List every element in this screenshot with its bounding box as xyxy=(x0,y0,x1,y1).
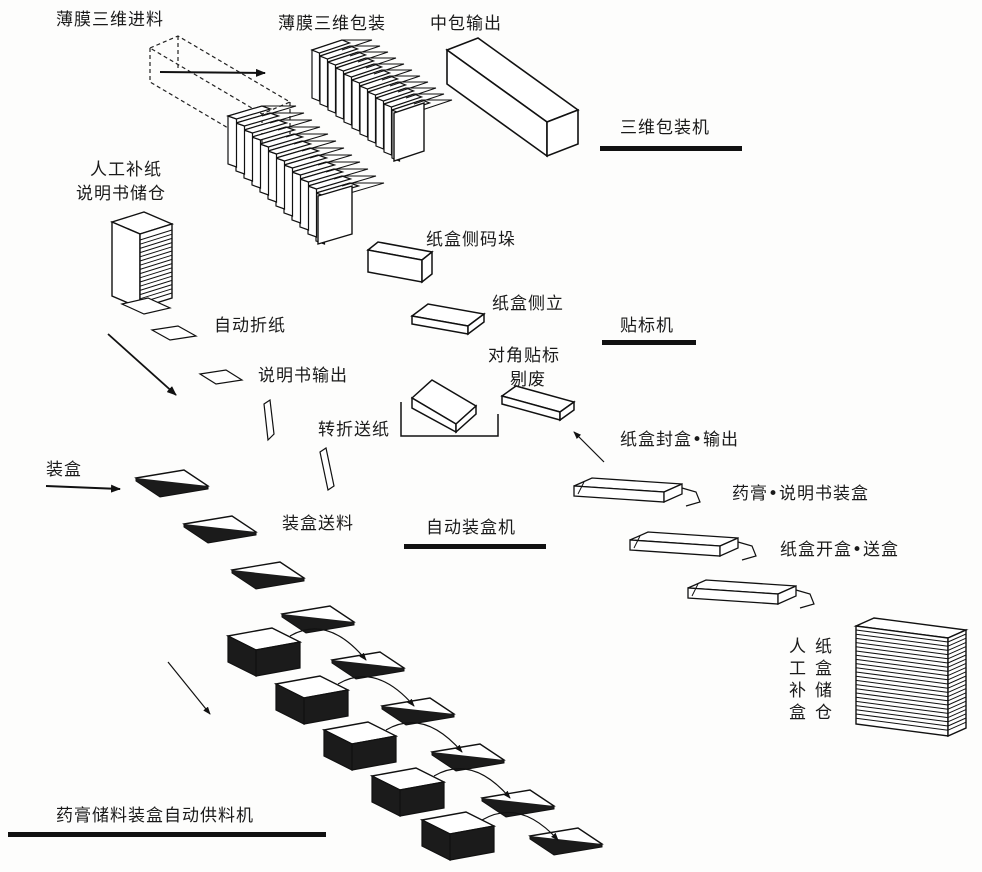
label-ointment-box: 药膏•说明书装盒 xyxy=(732,484,870,504)
transfer-curves xyxy=(289,628,559,841)
label-leaflet-out: 说明书输出 xyxy=(258,366,348,386)
transfer-curve-4 xyxy=(433,768,511,799)
storage-block-3 xyxy=(321,721,399,771)
transfer-curve-2 xyxy=(337,676,415,707)
film-pack-stack-top xyxy=(310,39,453,162)
leaflet-sheet-3 xyxy=(198,369,244,385)
transfer-curve-5 xyxy=(481,811,559,841)
carton-trays xyxy=(134,469,604,856)
underline-supply-machine xyxy=(8,832,326,837)
tilted-carton xyxy=(410,379,478,434)
label-labeler: 贴标机 xyxy=(620,316,674,336)
film-pack-stack-main xyxy=(226,105,385,245)
label-turn-feed: 转折送纸 xyxy=(318,420,390,440)
label-manual-leaflet: 人工补纸 xyxy=(90,160,162,180)
leaflet-sheet-2 xyxy=(150,325,198,341)
underline-auto-cartoner xyxy=(404,544,546,549)
ointment-storage-blocks xyxy=(225,627,497,861)
open-carton-3 xyxy=(687,579,815,609)
folded-leaflet-1 xyxy=(263,398,275,442)
transfer-curve-1 xyxy=(289,628,367,661)
film-wrapped-stacks xyxy=(226,39,453,245)
label-carton-side-stack: 纸盒侧码垛 xyxy=(426,230,516,250)
carton-tray-4 xyxy=(280,605,356,634)
transfer-curve-3 xyxy=(385,722,463,753)
label-seal-out: 纸盒封盒•输出 xyxy=(620,430,740,450)
leaflet-flow-arrow xyxy=(107,333,177,396)
carton-tray-2 xyxy=(182,515,258,544)
underline-labeler xyxy=(602,340,696,345)
storage-block-1 xyxy=(225,627,303,677)
carton-tray-1 xyxy=(134,469,210,498)
label-carton xyxy=(500,385,576,422)
carton-storage-stack xyxy=(853,617,969,738)
label-auto-fold: 自动折纸 xyxy=(214,316,286,336)
seal-output-arrow xyxy=(573,431,605,463)
label-film-feed: 薄膜三维进料 xyxy=(56,10,164,30)
open-cartons xyxy=(573,477,815,609)
storage-block-5 xyxy=(419,811,497,861)
label-leaflet-store: 说明书储仓 xyxy=(76,184,166,204)
label-box-feed: 装盒送料 xyxy=(282,514,354,534)
label-mid-out: 中包输出 xyxy=(430,14,502,34)
carton-tray-8 xyxy=(480,789,556,818)
label-film-pack: 薄膜三维包装 xyxy=(278,14,386,34)
storage-block-2 xyxy=(273,675,351,725)
leaflet-sheet-1 xyxy=(120,297,172,315)
label-diag-label: 对角贴标 xyxy=(488,346,560,366)
label-reject: 剔废 xyxy=(510,370,546,390)
carton-tray-7 xyxy=(430,743,506,772)
leaflet-storage xyxy=(109,211,175,310)
underline-machine-3d xyxy=(600,146,742,151)
label-auto-cartoner: 自动装盒机 xyxy=(426,518,516,538)
folded-leaflet-2 xyxy=(319,447,335,491)
film-feed-dashed-box xyxy=(148,35,292,150)
storage-block-4 xyxy=(369,767,447,817)
label-box-in: 装盒 xyxy=(46,460,82,480)
mid-package-box xyxy=(445,37,580,158)
open-carton-1 xyxy=(573,477,701,507)
label-carton-stand: 纸盒侧立 xyxy=(492,294,564,314)
film-feed-arrow xyxy=(159,68,266,77)
label-supply-machine: 药膏储料装盒自动供料机 xyxy=(56,806,254,826)
carton-side-stack-box xyxy=(366,241,434,284)
carton-tray-5 xyxy=(330,651,406,680)
label-machine-3d: 三维包装机 xyxy=(620,118,710,138)
carton-tray-6 xyxy=(380,697,456,726)
carton-tray-3 xyxy=(230,561,306,590)
carton-tray-9 xyxy=(528,827,604,856)
label-manual-box: 人工补盒 xyxy=(789,637,807,723)
transfer-tray xyxy=(400,402,499,437)
box-in-arrow xyxy=(45,484,121,493)
carton-stand-box xyxy=(410,303,486,336)
open-carton-2 xyxy=(629,531,757,561)
supply-flow-arrow xyxy=(167,661,211,715)
label-box-store: 纸盒储仓 xyxy=(815,637,833,723)
label-open-box: 纸盒开盒•送盒 xyxy=(780,540,900,560)
